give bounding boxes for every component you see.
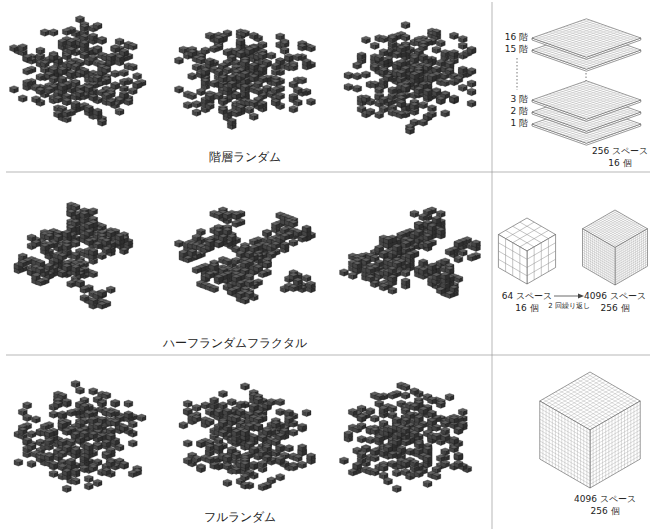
figure-stage: 16 階15 階3 階2 階1 階256 スペース16 個階層ランダム64 スペ… [0, 0, 654, 531]
